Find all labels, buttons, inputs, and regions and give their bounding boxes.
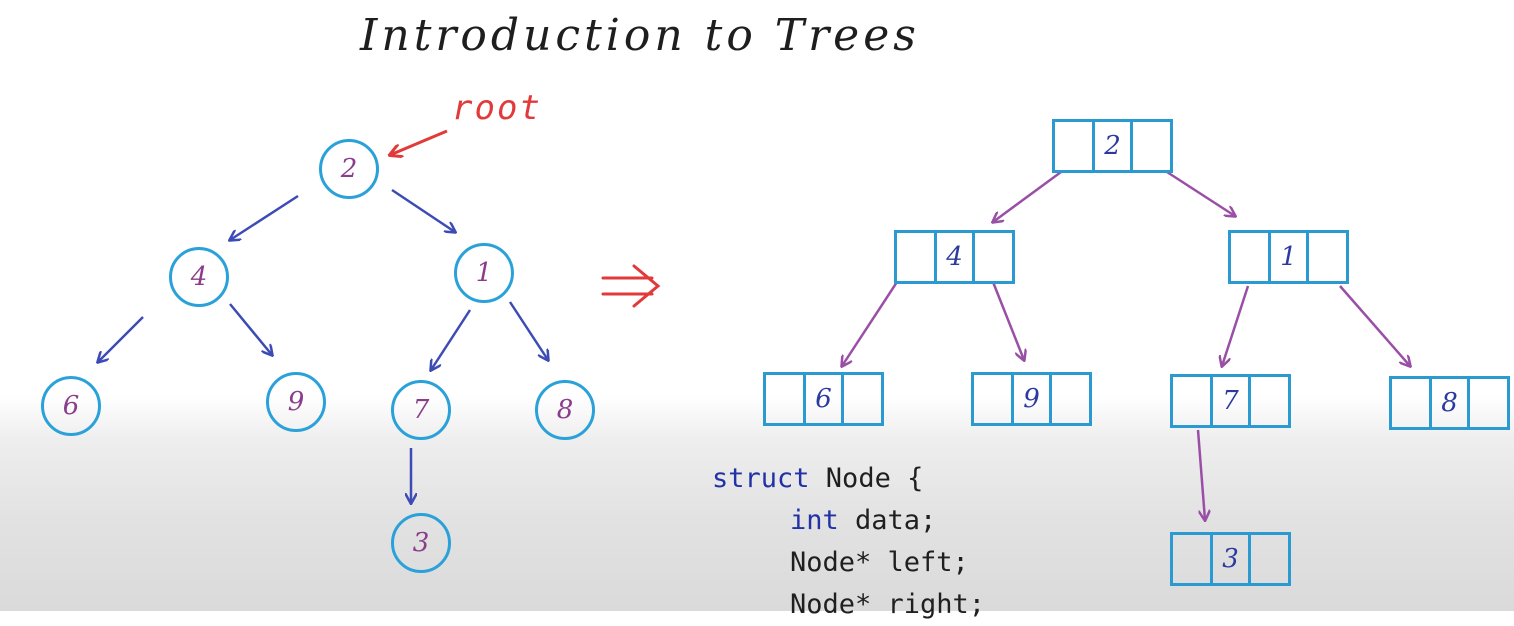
right-pointer-cell [1470,379,1507,427]
right-pointer-cell [1309,233,1346,281]
data-cell: 1 [1267,233,1310,281]
code-snippet: struct Node {int data;Node* left;Node* r… [712,458,985,626]
tree-node-3: 3 [391,513,451,573]
transform-arrow [601,264,661,308]
tree-node-2: 2 [319,139,379,199]
code-text: data; [838,505,937,536]
left-pointer-cell [974,375,1011,423]
left-pointer-cell [1173,377,1210,425]
data-cell: 8 [1428,379,1471,427]
code-line-data: int data; [712,500,985,542]
node-box-4: 4 [894,230,1015,284]
right-pointer-cell [1052,375,1089,423]
diagram-title: Introduction to Trees [360,10,920,61]
node-box-7: 7 [1170,374,1291,428]
box-edges [842,170,1410,520]
right-pointer-cell [1133,122,1170,170]
data-cell: 9 [1010,375,1053,423]
tree-edges [98,188,548,503]
node-box-8: 8 [1389,376,1510,430]
root-label: root [452,88,542,128]
keyword-int: int [790,505,839,536]
node-box-6: 6 [763,372,884,426]
tree-node-9: 9 [266,372,326,432]
arrows-layer [0,129,1514,611]
tree-node-4: 4 [169,247,229,307]
tree-node-7: 7 [391,380,451,440]
code-line-left: Node* left; [790,547,969,578]
left-pointer-cell [1055,122,1092,170]
node-box-1: 1 [1228,230,1349,284]
data-cell: 4 [933,233,976,281]
left-pointer-cell [1231,233,1268,281]
code-text: Node { [809,463,924,494]
right-pointer-cell [844,375,881,423]
data-cell: 2 [1091,122,1134,170]
tree-node-8: 8 [535,380,595,440]
left-pointer-cell [1173,535,1210,583]
data-cell: 7 [1209,377,1252,425]
root-pointer-arrow [390,129,448,155]
node-box-9: 9 [971,372,1092,426]
left-pointer-cell [897,233,934,281]
node-box-3: 3 [1170,532,1291,586]
right-pointer-cell [1251,535,1288,583]
right-pointer-cell [975,233,1012,281]
tree-node-1: 1 [454,243,514,303]
code-line-right: Node* right; [790,589,986,620]
left-pointer-cell [1392,379,1429,427]
keyword-struct: struct [712,463,810,494]
tree-node-6: 6 [41,376,101,436]
right-pointer-cell [1251,377,1288,425]
data-cell: 6 [802,375,845,423]
node-box-2: 2 [1052,119,1173,173]
code-line-struct: struct Node { [712,458,985,500]
data-cell: 3 [1209,535,1252,583]
left-pointer-cell [766,375,803,423]
